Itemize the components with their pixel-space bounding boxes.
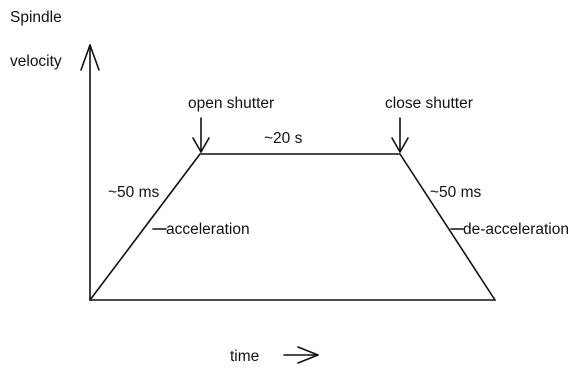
ramp-up-duration-label: ~50 ms: [108, 184, 160, 201]
open-shutter-arrowhead: [192, 137, 210, 153]
y-axis-label-line1: Spindle: [10, 9, 62, 26]
acceleration-label: acceleration: [166, 221, 250, 238]
close-shutter-label: close shutter: [385, 95, 473, 112]
y-axis-label-line2: velocity: [10, 53, 62, 70]
de-acceleration-label: de-acceleration: [463, 221, 569, 238]
ramp-down-duration-label: ~50 ms: [430, 184, 482, 201]
y-axis-arrowhead: [80, 44, 100, 71]
time-arrowhead: [297, 346, 319, 364]
open-shutter-label: open shutter: [188, 95, 274, 112]
close-shutter-arrowhead: [391, 137, 409, 153]
velocity-profile-trapezoid: [89, 153, 496, 301]
plateau-duration-label: ~20 s: [264, 130, 303, 147]
x-axis-label: time: [230, 348, 259, 365]
